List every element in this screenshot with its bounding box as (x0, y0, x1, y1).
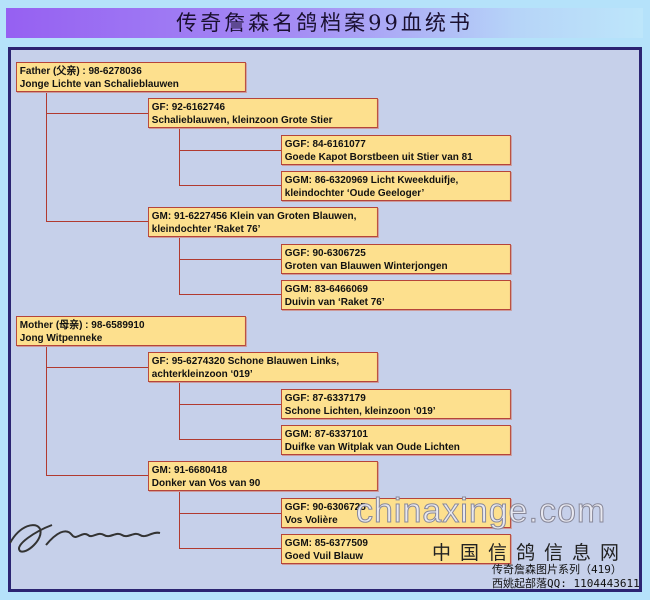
page-title: 传奇詹森名鸽档案99血统书 (6, 8, 643, 38)
signature-image (9, 524, 161, 553)
connector (179, 404, 281, 405)
bird-name: Schone Lichten, kleinzoon ‘019’ (284, 405, 436, 417)
bird-name: Goed Vuil Blauw (284, 550, 364, 562)
ring-number: Father (父亲) : 98-6278036 (19, 65, 142, 77)
connector (179, 237, 180, 295)
bird-name: Donker van Vos van 90 (151, 477, 261, 489)
great-grandmother-box: GGM: 86-6320969 Licht Kweekduifje,kleind… (281, 171, 511, 201)
bird-name: Schalieblauwen, kleinzoon Grote Stier (151, 114, 333, 126)
watermark-series: 传奇詹森图片系列（419） (492, 563, 622, 576)
ring-number: GGM: 87-6337101 (284, 428, 368, 440)
ring-number: GF: 92-6162746 (151, 101, 226, 113)
bird-name: Groten van Blauwen Winterjongen (284, 260, 448, 272)
watermark-site-name: 中国信鸽信息网 (432, 543, 629, 564)
bird-name: achterkleinzoon ‘019’ (151, 368, 253, 380)
grandfather-box: GF: 95-6274320 Schone Blauwen Links,acht… (148, 352, 378, 382)
ring-number: GM: 91-6227456 Klein van Groten Blauwen, (151, 210, 357, 222)
bird-name: kleindochter ‘Oude Geeloger’ (284, 187, 425, 199)
ring-number: GGM: 85-6377509 (284, 537, 368, 549)
connector (46, 113, 148, 114)
watermark-site: chinaxinge.com (355, 492, 607, 531)
bird-name: Goede Kapot Borstbeen uit Stier van 81 (284, 151, 473, 163)
connector (179, 439, 281, 440)
bird-name: Duivin van ‘Raket 76’ (284, 296, 385, 308)
ring-number: GGF: 84-6161077 (284, 138, 366, 150)
bird-name: kleindochter ‘Raket 76’ (151, 223, 261, 235)
connector (179, 128, 180, 186)
connector (46, 346, 47, 476)
ring-number: GGM: 86-6320969 Licht Kweekduifje, (284, 174, 459, 186)
connector (179, 150, 281, 151)
grandmother-box: GM: 91-6227456 Klein van Groten Blauwen,… (148, 207, 378, 237)
connector (179, 382, 180, 440)
connector (46, 475, 148, 476)
ring-number: GM: 91-6680418 (151, 464, 228, 476)
ring-number: GGM: 83-6466069 (284, 283, 368, 295)
bird-name: Jong Witpenneke (19, 332, 103, 344)
ring-number: GGF: 90-6306725 (284, 247, 366, 259)
watermark-qq: 西姚起部落QQ: 1104443611 (492, 577, 640, 590)
ring-number: Mother (母亲) : 98-6589910 (19, 319, 145, 331)
connector (46, 92, 47, 222)
connector (179, 185, 281, 186)
connector (46, 367, 148, 368)
ring-number: GGF: 90-6306725 (284, 501, 366, 513)
ring-number: GGF: 87-6337179 (284, 392, 366, 404)
bird-name: Duifke van Witplak van Oude Lichten (284, 441, 460, 453)
connector (179, 259, 281, 260)
connector (179, 548, 281, 549)
bird-name: Vos Volière (284, 514, 338, 526)
connector (179, 513, 281, 514)
connector (46, 221, 148, 222)
ring-number: GF: 95-6274320 Schone Blauwen Links, (151, 355, 340, 367)
connector (179, 294, 281, 295)
connector (179, 491, 180, 549)
bird-name: Jonge Lichte van Schalieblauwen (19, 78, 179, 90)
